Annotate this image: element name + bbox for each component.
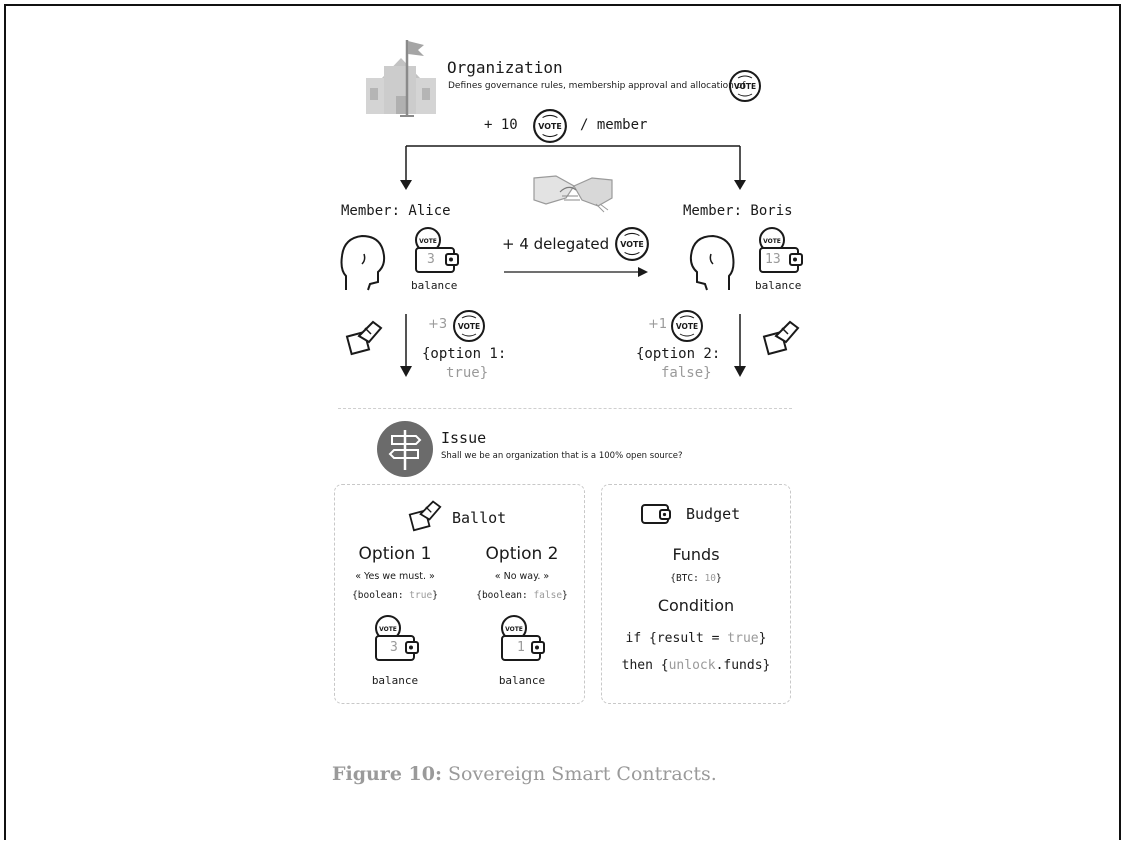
- budget-condition-line1: if {result = true}: [601, 631, 791, 646]
- budget-line2-prefix: then {: [621, 658, 669, 673]
- budget-panel: [601, 484, 791, 704]
- figure-caption-text: Sovereign Smart Contracts.: [448, 763, 717, 785]
- alice-balance-label: balance: [411, 279, 458, 292]
- vote-token-icon: VOTE: [453, 310, 485, 342]
- ballot-option-2-type: {boolean: false}: [457, 590, 587, 601]
- alice-vote-amount: +3: [428, 317, 448, 332]
- alice-balance-value: 3: [427, 252, 435, 267]
- ballot-hand-icon: [408, 500, 442, 532]
- page-frame: [4, 4, 1121, 840]
- boris-vote-line2: false}: [661, 365, 712, 381]
- svg-text:VOTE: VOTE: [419, 238, 437, 245]
- svg-text:VOTE: VOTE: [538, 122, 562, 131]
- allocation-suffix: / member: [580, 117, 648, 133]
- alice-vote-line2: true}: [446, 365, 489, 381]
- ballot-option-1-type-suffix: }: [432, 590, 438, 601]
- vote-token-icon: VOTE: [729, 70, 761, 102]
- budget-funds-prefix: {BTC:: [670, 573, 699, 584]
- figure-caption: Figure 10: Sovereign Smart Contracts.: [332, 763, 717, 785]
- wallet-icon: VOTE: [375, 615, 419, 661]
- svg-text:VOTE: VOTE: [379, 626, 397, 633]
- ballot-option-2-type-value: false: [533, 590, 563, 601]
- vote-token-icon: VOTE: [615, 227, 649, 261]
- budget-condition-line2: then {unlock.funds}: [601, 658, 791, 673]
- svg-text:VOTE: VOTE: [763, 238, 781, 245]
- ballot-panel: [334, 484, 585, 704]
- svg-text:VOTE: VOTE: [458, 322, 480, 331]
- ballot-option-2-balance-label: balance: [498, 674, 546, 687]
- ballot-option-2-type-prefix: {boolean:: [476, 590, 528, 601]
- ballot-option-2-quote: « No way. »: [494, 571, 550, 582]
- svg-text:VOTE: VOTE: [676, 322, 698, 331]
- issue-question: Shall we be an organization that is a 10…: [441, 451, 683, 461]
- ballot-hand-icon: [762, 320, 800, 356]
- budget-condition-heading: Condition: [657, 596, 735, 615]
- member-alice-head-icon: [340, 234, 386, 291]
- wallet-icon: VOTE: [759, 227, 803, 273]
- ballot-option-1-type: {boolean: true}: [332, 590, 458, 601]
- signpost-icon: [377, 421, 433, 477]
- svg-text:VOTE: VOTE: [734, 82, 756, 91]
- ballot-title: Ballot: [452, 509, 507, 527]
- budget-funds-suffix: }: [716, 573, 722, 584]
- ballot-option-1-balance: 3: [390, 640, 398, 655]
- issue-title: Issue: [441, 429, 487, 447]
- budget-funds-heading: Funds: [672, 545, 720, 564]
- budget-funds-value: 10: [704, 573, 717, 584]
- budget-line1-value: true: [727, 631, 759, 646]
- budget-line2-suffix: .funds}: [715, 658, 771, 673]
- handshake-icon: [533, 175, 613, 213]
- ballot-option-2-name: Option 2: [485, 544, 559, 564]
- organization-subtitle: Defines governance rules, membership app…: [448, 81, 746, 91]
- alice-vote-line1: {option 1:: [422, 346, 507, 362]
- figure-caption-label: Figure 10:: [332, 763, 442, 785]
- section-divider: [338, 408, 792, 409]
- allocation-prefix: + 10: [484, 117, 518, 133]
- budget-line1-suffix: }: [758, 631, 767, 646]
- budget-title: Budget: [686, 505, 741, 523]
- member-boris-head-icon: [689, 234, 735, 291]
- organization-title: Organization: [447, 58, 563, 77]
- wallet-icon: [641, 504, 671, 524]
- member-boris-label: Member: Boris: [683, 203, 793, 219]
- ballot-option-1-quote: « Yes we must. »: [355, 571, 435, 582]
- wallet-icon: VOTE: [501, 615, 545, 661]
- ballot-option-1-type-value: true: [409, 590, 433, 601]
- budget-line2-value: unlock: [668, 658, 716, 673]
- svg-text:VOTE: VOTE: [505, 626, 523, 633]
- boris-vote-line1: {option 2:: [636, 346, 721, 362]
- ballot-option-1-name: Option 1: [358, 544, 432, 564]
- member-alice-label: Member: Alice: [341, 203, 451, 219]
- ballot-hand-icon: [345, 320, 383, 356]
- wallet-icon: VOTE: [415, 227, 459, 273]
- ballot-option-2-type-suffix: }: [562, 590, 568, 601]
- ballot-option-2-balance: 1: [517, 640, 525, 655]
- svg-text:VOTE: VOTE: [620, 240, 644, 249]
- delegation-label: + 4 delegated: [502, 235, 610, 253]
- boris-vote-amount: +1: [648, 317, 668, 332]
- organization-building-icon: [366, 40, 436, 117]
- ballot-option-1-balance-label: balance: [371, 674, 419, 687]
- vote-token-icon: VOTE: [533, 109, 567, 143]
- boris-balance-label: balance: [755, 279, 802, 292]
- budget-line1-prefix: if {result =: [625, 631, 728, 646]
- ballot-option-1-type-prefix: {boolean:: [352, 590, 404, 601]
- boris-balance-value: 13: [765, 252, 781, 267]
- budget-funds: {BTC: 10}: [601, 573, 791, 584]
- vote-token-icon: VOTE: [671, 310, 703, 342]
